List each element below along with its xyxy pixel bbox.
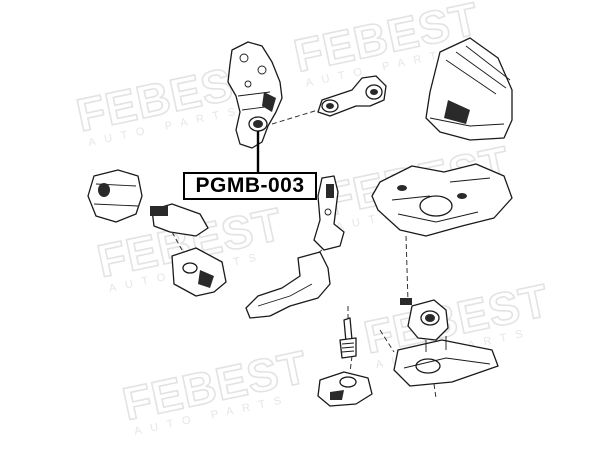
part-number-label: PGMB-003 <box>183 172 317 200</box>
mount-bolt <box>339 317 357 359</box>
vertical-support-bracket <box>313 175 345 251</box>
alignment-line <box>379 329 437 399</box>
alignment-line <box>271 109 319 125</box>
alignment-line <box>347 306 353 373</box>
gearbox-lower-bracket <box>171 247 227 297</box>
small-lower-mount <box>317 371 373 407</box>
gearbox-mount-bracket <box>150 203 209 251</box>
alignment-line <box>405 235 409 303</box>
body-side-bracket <box>425 37 513 141</box>
lower-engine-mount <box>400 298 449 341</box>
torque-rod <box>317 75 387 117</box>
mount-base-plate <box>393 336 499 387</box>
engine-bracket-with-mount <box>227 41 283 149</box>
gearbox-mount-rubber <box>87 169 143 223</box>
crossmember-frame <box>371 163 513 237</box>
lower-guard-plate <box>245 251 331 319</box>
